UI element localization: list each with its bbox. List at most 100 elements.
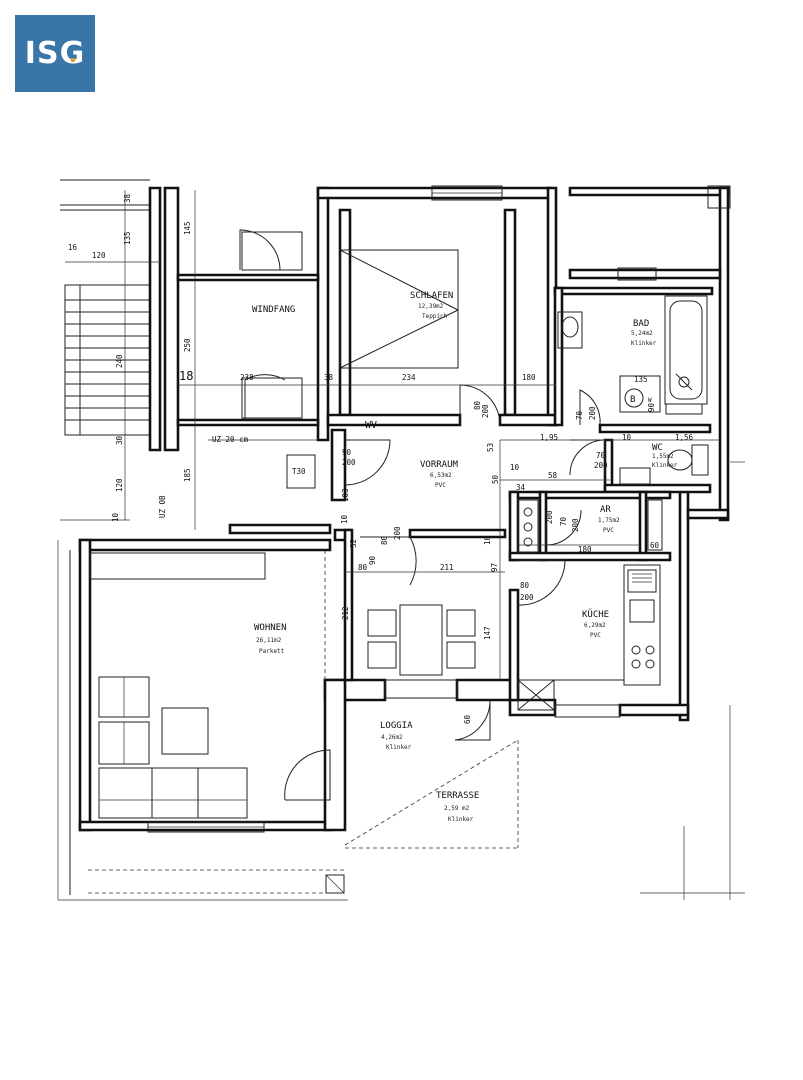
dim-135b: 135	[634, 375, 648, 384]
bed	[339, 249, 459, 369]
t30-label: T30	[292, 467, 306, 476]
dim-70b: 70	[596, 451, 606, 460]
dim-58: 58	[548, 471, 558, 480]
dim-16: 16	[68, 243, 78, 252]
dim-38b: 38	[324, 373, 334, 382]
uz20-label: UZ 20 cm	[212, 435, 249, 444]
dim-80d: 80	[380, 535, 389, 545]
dim-250: 250	[183, 338, 192, 352]
kitchen-units	[517, 564, 661, 711]
dim-180b: 180	[578, 545, 592, 554]
dim-234: 234	[402, 373, 416, 382]
axis-18-label: 18	[179, 369, 193, 383]
dim-195: 1,95	[540, 433, 558, 442]
dim-90: 90	[647, 402, 656, 412]
staircase	[60, 179, 151, 436]
dim-30: 30	[115, 435, 124, 445]
dim-70a: 70	[575, 410, 584, 420]
isg-logo: ISG	[15, 15, 95, 92]
wc-label: WC	[652, 443, 663, 453]
dim-200e: 200	[571, 518, 580, 532]
terrasse-label: TERRASSE	[436, 791, 479, 801]
dim-212: 212	[341, 606, 350, 620]
living-furniture	[89, 552, 266, 819]
dim-90c: 90	[368, 555, 377, 565]
loggia-floor: Klinker	[386, 744, 412, 751]
exterior-walls	[78, 186, 730, 832]
dim-97: 97	[490, 563, 499, 572]
kuche-floor: PVC	[590, 632, 601, 639]
dim-180a: 180	[522, 373, 536, 382]
dim-80c: 80	[520, 581, 530, 590]
b-label: B	[630, 395, 635, 405]
dim-10e: 10	[483, 535, 492, 545]
dim-10d: 10	[340, 514, 349, 524]
dim-200a: 200	[481, 404, 490, 418]
dimension-labels: 38 16 120 135 145 250 240 238 38 234 180…	[68, 193, 694, 724]
schlafen-area: 12,39m2	[418, 303, 444, 310]
ar-shelves	[517, 499, 663, 553]
dim-240: 240	[115, 354, 124, 368]
kuche-area: 6,29m2	[584, 622, 606, 629]
bad-area: 5,24m2	[631, 330, 653, 337]
dim-10a: 10	[622, 433, 632, 442]
ar-floor: PVC	[603, 527, 614, 534]
dim-80a: 80	[473, 400, 482, 410]
dim-147: 147	[483, 626, 492, 640]
dim-200c: 200	[342, 458, 356, 467]
bad-floor: Klinker	[631, 340, 657, 347]
wohnen-label: WOHNEN	[254, 623, 287, 633]
t30-box	[286, 454, 316, 489]
terrasse-floor: Klinker	[448, 816, 474, 823]
schlafen-floor: Teppich	[422, 313, 448, 320]
dim-120: 120	[92, 251, 106, 260]
dim-200d: 200	[594, 461, 608, 470]
vorraum-label: VORRAUM	[420, 460, 459, 470]
logo-dot	[71, 58, 75, 62]
dim-185: 185	[183, 468, 192, 482]
dim-53: 53	[486, 443, 495, 452]
wohnen-floor: Parkett	[259, 648, 285, 655]
dim-10c: 10	[111, 512, 120, 522]
dim-80b: 80	[358, 563, 368, 572]
loggia-label: LOGGIA	[380, 721, 413, 731]
loggia-area: 4,26m2	[381, 734, 403, 741]
dim-50: 50	[491, 474, 500, 484]
dim-60b: 60	[463, 714, 472, 724]
bad-label: BAD	[633, 319, 649, 329]
ar-area: 1,75m2	[598, 517, 620, 524]
terrasse-area: 2,59 m2	[444, 805, 470, 812]
wm-label: W	[648, 397, 652, 404]
kuche-label: KÜCHE	[582, 609, 609, 620]
bath-fixtures	[557, 295, 709, 485]
dim-156: 1,56	[675, 433, 694, 442]
dim-200g: 200	[520, 593, 534, 602]
dimension-lines	[57, 190, 745, 901]
vorraum-floor: PVC	[435, 482, 446, 489]
wc-area: 1,55m2	[652, 453, 674, 460]
wohnen-area: 26,11m2	[256, 637, 282, 644]
ar-label: AR	[600, 505, 611, 515]
dim-60: 60	[650, 541, 660, 550]
dining-table	[367, 604, 476, 676]
dim-200f: 200	[393, 526, 402, 540]
windfang-label: WINDFANG	[252, 305, 295, 315]
wc-floor: Klinker	[652, 462, 678, 469]
dim-145: 145	[183, 221, 192, 235]
vorraum-area: 6,53m2	[430, 472, 452, 479]
dim-70c: 70	[559, 516, 568, 526]
dim-90b: 90	[342, 448, 352, 457]
dim-211: 211	[440, 563, 454, 572]
dim-103: 103	[341, 488, 350, 502]
dim-200h: 200	[545, 510, 554, 524]
schlafen-label: SCHLAFEN	[410, 291, 453, 301]
uzob-label: UZ OB	[158, 495, 167, 518]
dim-238: 238	[240, 373, 254, 382]
dim-32: 32	[349, 539, 358, 548]
dim-200b: 200	[588, 406, 597, 420]
dim-135: 135	[123, 231, 132, 245]
interior-walls	[176, 208, 714, 702]
wv-label: WV	[365, 420, 377, 431]
dim-34: 34	[516, 483, 526, 492]
